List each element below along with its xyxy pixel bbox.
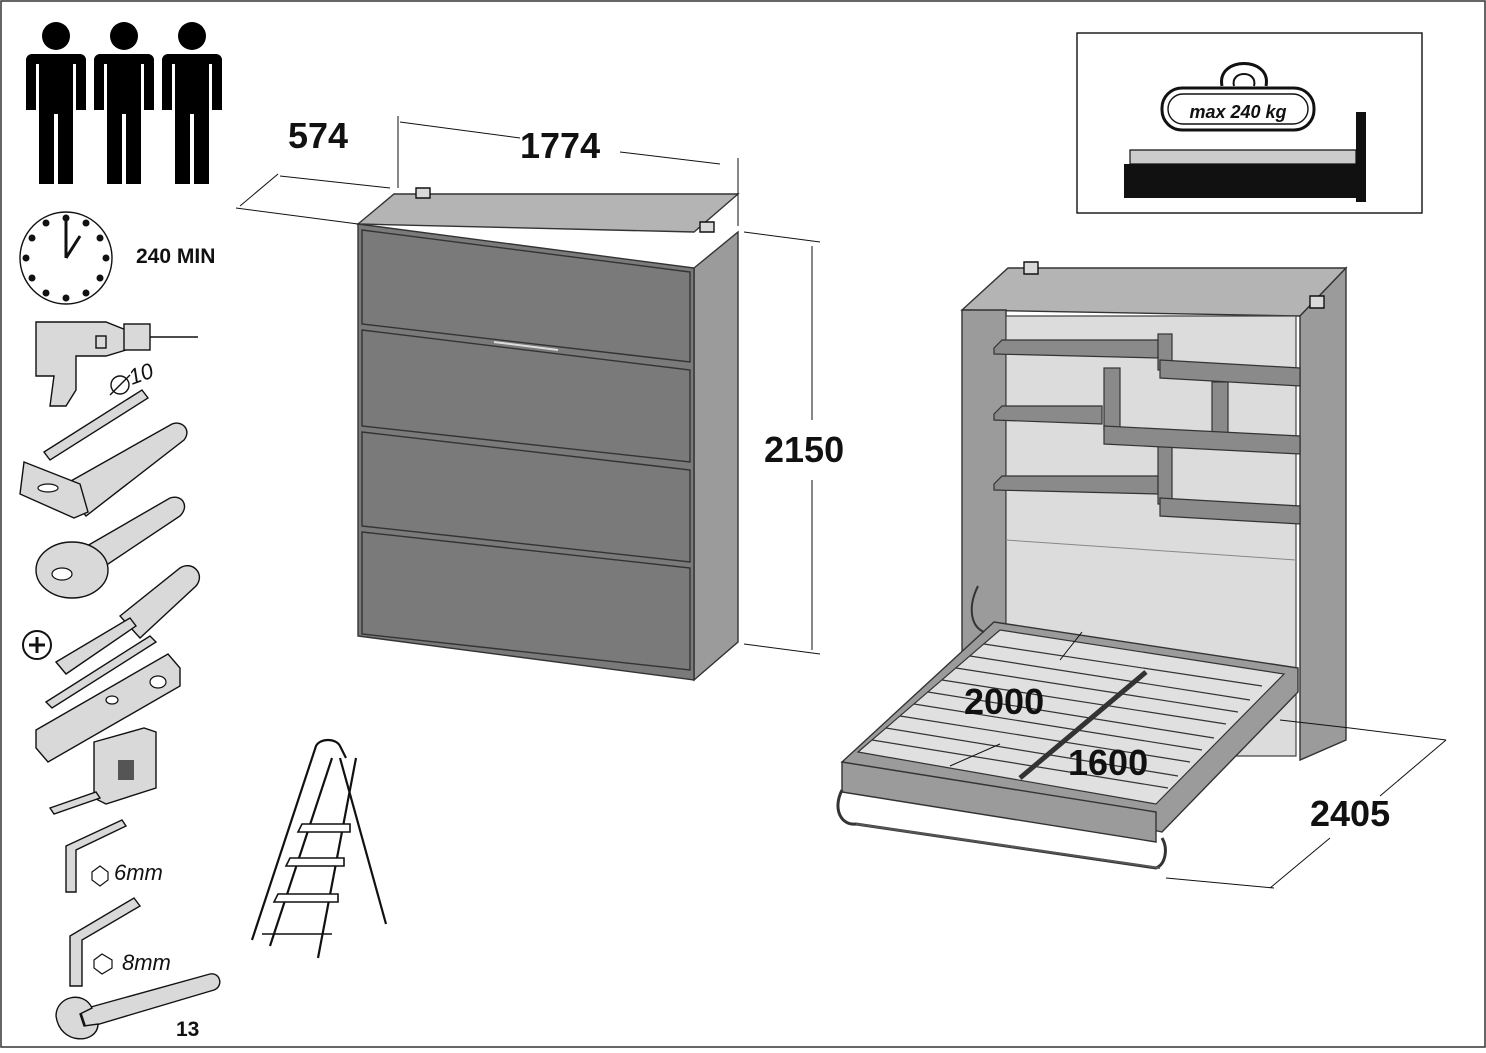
cabinet-dimension-lines <box>235 116 821 655</box>
step-ladder-icon <box>250 738 388 959</box>
cabinet-width-label: 1774 <box>520 125 600 166</box>
mallet-icon <box>35 496 186 599</box>
bed-slats <box>871 643 1263 789</box>
drill-bit-label: 10 <box>125 358 157 390</box>
drill-icon <box>35 321 198 407</box>
hex-key-large-icon <box>69 897 142 987</box>
hex-key-small-label: 6mm <box>114 860 163 885</box>
screwdriver-icon <box>54 565 201 675</box>
closed-cabinet <box>356 187 740 682</box>
wrench-icon <box>55 973 221 1040</box>
hex-key-large-label: 8mm <box>122 950 171 975</box>
phillips-head-icon <box>22 630 52 660</box>
bed-length-label: 2000 <box>964 681 1044 722</box>
hammer-icon <box>19 422 188 519</box>
bed-dimension-lines <box>949 631 1447 889</box>
hex-key-small-icon <box>65 819 128 893</box>
weight-limit-label: max 240 kg <box>1189 102 1286 122</box>
tape-measure-icon <box>48 727 157 815</box>
spirit-level-icon <box>35 653 181 763</box>
open-bed-cabinet <box>836 261 1348 870</box>
clock-icon <box>19 211 113 305</box>
bed-depth-open-label: 2405 <box>1310 793 1390 834</box>
cabinet-height-label: 2150 <box>764 429 844 470</box>
three-persons-icon <box>26 22 222 184</box>
cabinet-depth-label: 574 <box>288 115 348 156</box>
pencil-icon <box>44 635 158 709</box>
wrench-label: 13 <box>176 1018 199 1041</box>
bed-width-label: 1600 <box>1068 742 1148 783</box>
time-label: 240 MIN <box>136 245 215 268</box>
weight-limit-box: max 240 kg <box>1076 32 1423 214</box>
